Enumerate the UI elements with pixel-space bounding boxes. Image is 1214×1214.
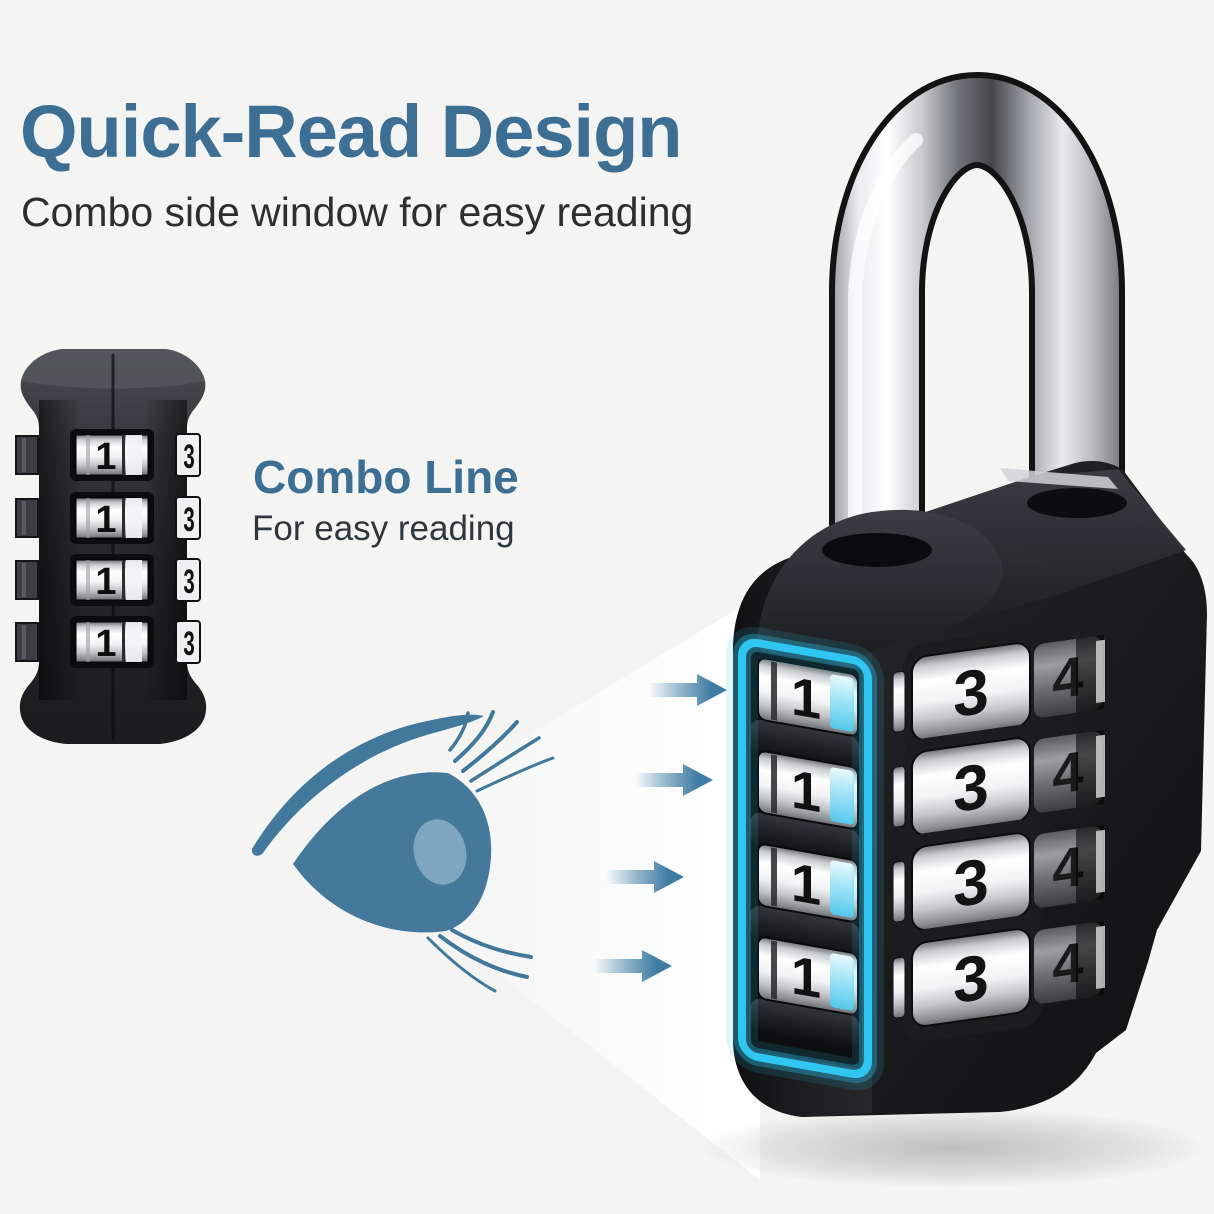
- page-title: Quick-Read Design: [20, 90, 683, 173]
- side-window-digit: 1: [791, 851, 821, 917]
- shackle: [829, 72, 1125, 562]
- small-window-row: 1 3: [15, 492, 201, 544]
- large-lock-illustration: 1 1 1 1: [726, 72, 1207, 1117]
- side-window-digit: 1: [791, 944, 821, 1010]
- eye-illustration: [251, 710, 555, 993]
- front-dial-row: 4 3: [892, 629, 1105, 756]
- small-window-row: 1 3: [15, 616, 201, 668]
- small-window-digit: 1: [95, 561, 116, 603]
- shackle-hole-right: [1027, 488, 1127, 518]
- front-dial-column: 4 3 4 3: [892, 629, 1105, 1042]
- upper-lashes: [448, 710, 555, 793]
- eyebrow: [251, 714, 484, 856]
- side-window-column: 1 1 1 1: [726, 626, 884, 1091]
- eye-highlight: [413, 819, 467, 885]
- small-edge-digit: 3: [183, 438, 194, 476]
- side-window-row: 1: [757, 936, 859, 1016]
- page-subtitle: Combo side window for easy reading: [21, 189, 694, 235]
- top-edge-glint: [1000, 468, 1118, 489]
- side-window-digit: 1: [791, 665, 821, 731]
- front-dial-row: 4 3: [892, 915, 1105, 1042]
- combo-window-highlight: [726, 626, 884, 1091]
- small-window-digit: 1: [95, 623, 116, 665]
- side-window-row: 1: [757, 843, 859, 923]
- arrow-right-icon: [594, 950, 672, 982]
- front-dial-digit: 3: [953, 844, 989, 921]
- callout-subtitle: For easy reading: [252, 509, 515, 548]
- arrow-right-icon: [635, 764, 713, 796]
- front-dial-digit: 3: [953, 654, 989, 731]
- view-beam: [435, 595, 760, 1180]
- ground-shadow: [697, 1108, 1207, 1188]
- small-window-digit: 1: [95, 436, 116, 478]
- side-window-row: 1: [757, 750, 859, 830]
- eye-shape: [293, 772, 492, 933]
- callout-title: Combo Line: [253, 451, 519, 503]
- arrow-right-icon: [606, 861, 684, 893]
- small-edge-digit: 3: [183, 625, 194, 663]
- lower-lashes: [426, 928, 533, 993]
- small-window-row: 1 3: [15, 429, 201, 481]
- arrow-group: [594, 674, 727, 982]
- small-window-digit: 1: [95, 499, 116, 541]
- small-lock-illustration: 1 3 1 3: [15, 349, 207, 744]
- small-window-row: 1 3: [15, 554, 201, 606]
- side-window-digit: 1: [791, 758, 821, 824]
- small-edge-digit: 3: [183, 563, 194, 601]
- front-dial-row: 4 3: [892, 724, 1105, 851]
- front-dial-digit: 3: [953, 940, 989, 1017]
- front-dial-digit: 3: [953, 749, 989, 826]
- small-edge-digit: 3: [183, 501, 194, 539]
- shackle-collar: [757, 509, 1003, 666]
- dial-wheel-gap: [750, 998, 860, 1049]
- front-dial-row: 4 3: [892, 819, 1105, 946]
- arrow-right-icon: [649, 674, 727, 706]
- side-window-row: 1: [757, 657, 859, 737]
- shackle-hole-left: [822, 533, 932, 567]
